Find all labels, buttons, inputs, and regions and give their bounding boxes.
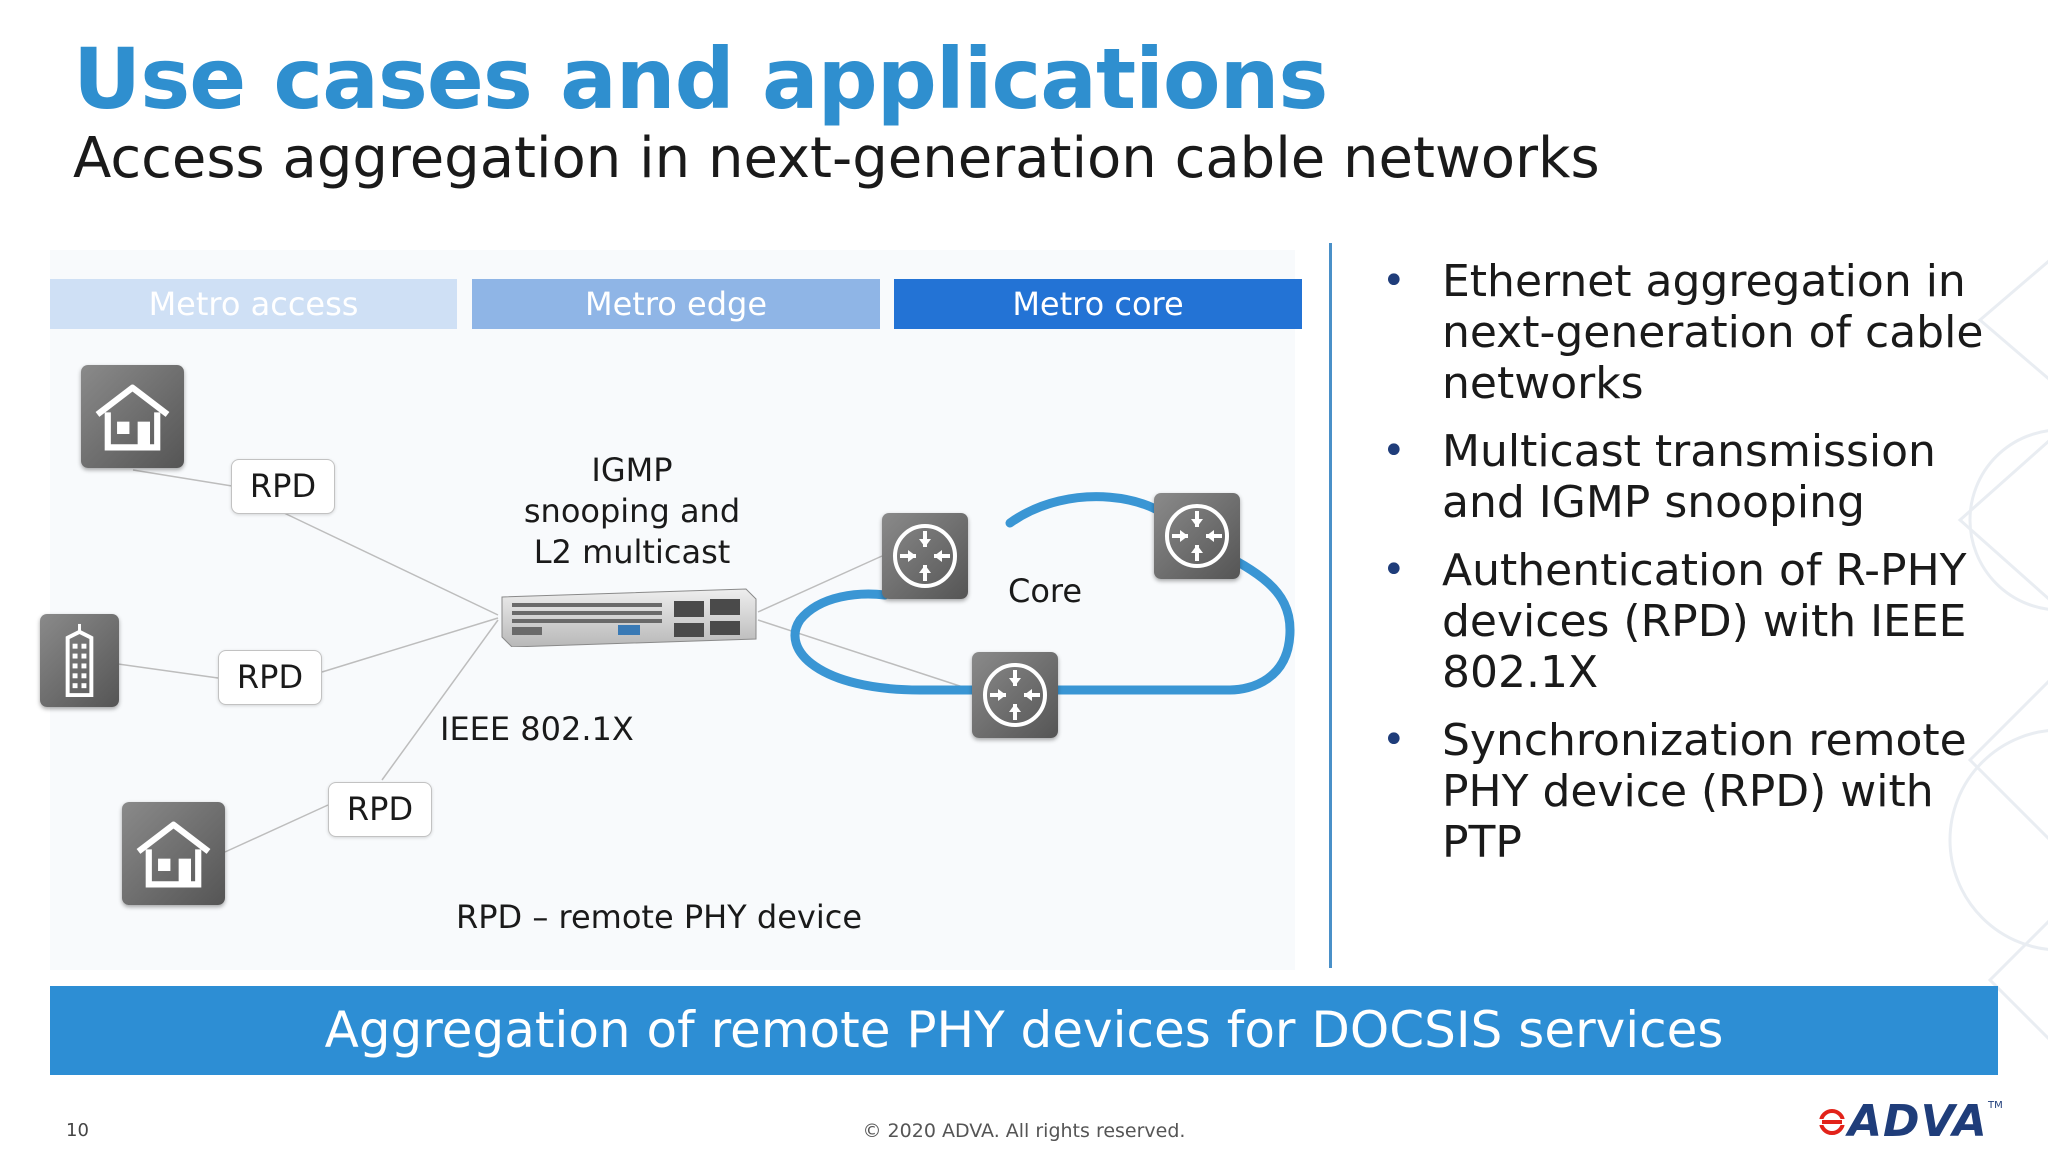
bullet-dot: •	[1382, 428, 1406, 474]
bullet-text: Synchronization remote PHY device (RPD) …	[1442, 715, 1967, 868]
copyright-text: © 2020 ADVA. All rights reserved.	[862, 1120, 1186, 1142]
band-metro-core: Metro core	[894, 279, 1302, 329]
link-rpd1-switch	[281, 511, 499, 616]
aggregation-switch-icon	[501, 588, 757, 647]
ieee-label: IEEE 802.1X	[440, 710, 634, 748]
router-icon	[882, 513, 968, 599]
slide-subtitle: Access aggregation in next-generation ca…	[73, 126, 1600, 191]
vertical-divider	[1329, 243, 1332, 968]
bullet-dot: •	[1382, 258, 1406, 304]
bullet-dot: •	[1382, 547, 1406, 593]
rpd-footnote: RPD – remote PHY device	[456, 898, 862, 936]
link-switch-router1	[757, 555, 883, 613]
link-home2-rpd3	[224, 804, 329, 853]
link-rpd3-switch	[381, 619, 499, 781]
office-building-icon	[40, 614, 119, 707]
router-icon	[972, 652, 1058, 738]
bullet-item: • Multicast transmission and IGMP snoopi…	[1370, 426, 2010, 528]
band-metro-edge: Metro edge	[472, 279, 880, 329]
link-home1-rpd1	[132, 469, 233, 487]
band-metro-access: Metro access	[50, 279, 457, 329]
igmp-line: snooping and	[523, 492, 741, 530]
rpd-box: RPD	[231, 459, 335, 514]
igmp-line: IGMP	[591, 451, 673, 489]
bullet-text: Authentication of R-PHY devices (RPD) wi…	[1442, 545, 1967, 698]
igmp-line: L2 multicast	[533, 533, 731, 571]
house-icon	[122, 802, 225, 905]
rpd-box: RPD	[328, 782, 432, 837]
background-watermark	[1948, 259, 2048, 1041]
core-label: Core	[1008, 572, 1083, 610]
page-number: 10	[66, 1120, 89, 1141]
link-rpd2-switch	[321, 617, 499, 673]
slide-title: Use cases and applications	[73, 30, 1328, 128]
logo-text: ADVA	[1848, 1096, 1988, 1147]
bullet-list: • Ethernet aggregation in next-generatio…	[1370, 256, 2010, 885]
house-icon	[81, 365, 184, 468]
adva-logo: ADVA TM	[1818, 1096, 2003, 1147]
bullet-text: Ethernet aggregation in next-generation …	[1442, 256, 1984, 409]
bullet-item: • Synchronization remote PHY device (RPD…	[1370, 715, 2010, 868]
logo-mark-icon	[1818, 1109, 1846, 1135]
bullet-text: Multicast transmission and IGMP snooping	[1442, 426, 1936, 528]
summary-banner: Aggregation of remote PHY devices for DO…	[50, 986, 1998, 1075]
igmp-label: IGMP snooping and L2 multicast	[512, 450, 752, 573]
bullet-item: • Authentication of R-PHY devices (RPD) …	[1370, 545, 2010, 698]
link-switch-router3	[757, 619, 973, 691]
router-icon	[1154, 493, 1240, 579]
bullet-item: • Ethernet aggregation in next-generatio…	[1370, 256, 2010, 409]
logo-trademark: TM	[1988, 1100, 2003, 1111]
link-office-rpd2	[117, 663, 219, 679]
bullet-dot: •	[1382, 717, 1406, 763]
rpd-box: RPD	[218, 650, 322, 705]
